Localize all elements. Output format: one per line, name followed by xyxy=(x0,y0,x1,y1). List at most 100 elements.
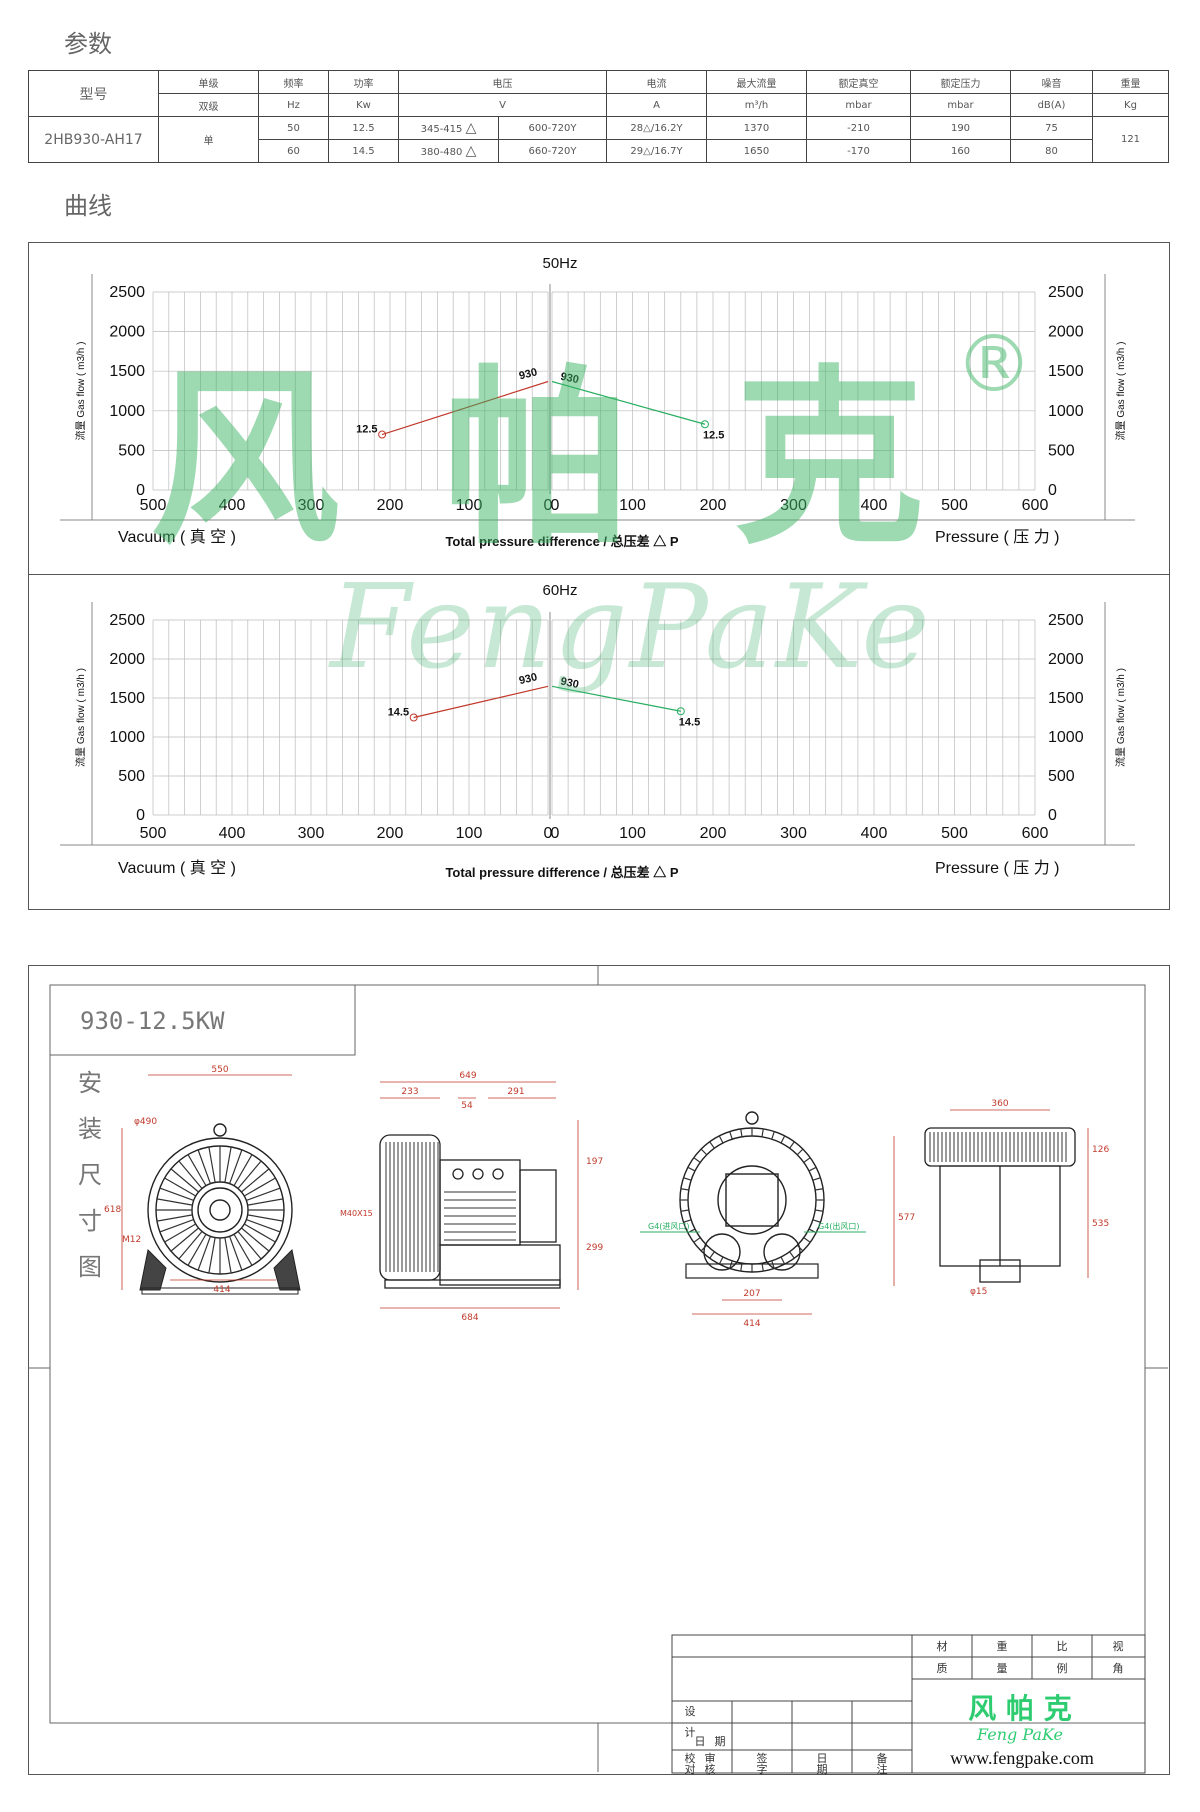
drawing-stroke xyxy=(718,1256,724,1265)
y-tick-right: 0 xyxy=(1048,807,1057,824)
drawing-stroke xyxy=(700,1148,708,1156)
x-tick-vacuum: 0 xyxy=(544,825,553,842)
xlabel-vacuum: Vacuum ( 真 空 ) xyxy=(118,859,236,877)
x-tick-pressure: 500 xyxy=(941,497,968,514)
x-tick-vacuum: 500 xyxy=(140,825,167,842)
drawing-stroke xyxy=(170,1168,199,1193)
drawing-stroke xyxy=(224,1237,232,1274)
ylabel-left: 流量 Gas flow ( m3/h ) xyxy=(74,342,87,441)
tb-cell-top-7: 角 xyxy=(1113,1662,1124,1675)
tb-cell-left-8: 签 xyxy=(757,1751,768,1765)
y-tick-right: 2500 xyxy=(1048,284,1084,301)
x-tick-vacuum: 200 xyxy=(377,497,404,514)
tb-cell-top-3: 视 xyxy=(1113,1639,1124,1653)
tb-cell-left-11: 期 xyxy=(817,1763,828,1776)
dim-233: 233 xyxy=(401,1087,418,1097)
drawing-stroke xyxy=(229,1236,243,1271)
row1-v-star: 600-720Y xyxy=(498,116,607,140)
header-hz: 频率 xyxy=(258,70,329,94)
xlabel-center: Total pressure difference / 总压差 △ P xyxy=(445,534,678,549)
row2-db: 80 xyxy=(1010,139,1093,163)
stage-value: 单 xyxy=(158,116,259,163)
series-point-vacuum xyxy=(378,430,387,439)
drawing-stroke xyxy=(178,1231,203,1260)
x-tick-vacuum: 100 xyxy=(456,825,483,842)
drawing-stroke xyxy=(237,1160,262,1189)
tb-cell-top-4: 质 xyxy=(937,1662,948,1675)
tb-url: www.fengpake.com xyxy=(950,1748,1094,1768)
x-tick-vacuum: 400 xyxy=(219,825,246,842)
y-tick-right: 500 xyxy=(1048,442,1075,459)
drawing-stroke xyxy=(164,1223,197,1243)
drawing-stroke xyxy=(796,1244,804,1252)
tb-cell-left-9: 字 xyxy=(757,1762,768,1776)
series-label-end: 12.5 xyxy=(356,424,377,436)
series-point-vacuum xyxy=(409,713,418,722)
x-tick-pressure: 0 xyxy=(551,497,560,514)
drawing-stroke xyxy=(247,1198,284,1206)
x-tick-vacuum: 400 xyxy=(219,497,246,514)
port-inlet: G4(进风口) xyxy=(648,1222,690,1231)
drawing-stroke xyxy=(224,1146,232,1183)
row2-vac: -170 xyxy=(806,139,911,163)
dim-618: 618 xyxy=(104,1205,121,1215)
row1-hz: 50 xyxy=(258,116,329,140)
x-tick-pressure: 600 xyxy=(1022,497,1049,514)
y-tick-right: 500 xyxy=(1048,768,1075,785)
drawing-stroke xyxy=(709,1141,715,1149)
drawing-stroke xyxy=(241,1168,270,1193)
drawing-stroke xyxy=(246,1219,281,1233)
x-tick-vacuum: 500 xyxy=(140,497,167,514)
drawing-stroke xyxy=(208,1146,216,1183)
tb-cell-top-1: 重 xyxy=(997,1639,1008,1653)
dim-550: 550 xyxy=(211,1065,228,1075)
series-point-pressure xyxy=(700,420,709,429)
dim-577: 577 xyxy=(898,1213,915,1223)
row2-hz: 60 xyxy=(258,139,329,163)
tb-cell-left-12: 备 xyxy=(877,1751,888,1765)
y-tick-left: 2500 xyxy=(109,284,145,301)
vt-char-1: 装 xyxy=(78,1115,102,1143)
params-section-title: 参数 xyxy=(64,30,112,58)
tb-cell-left-0: 设 xyxy=(685,1705,696,1718)
dim-414b: 414 xyxy=(743,1319,760,1329)
y-tick-right: 1000 xyxy=(1048,729,1084,746)
model-header: 型号 xyxy=(28,70,159,117)
x-tick-pressure: 300 xyxy=(780,497,807,514)
drawing-stroke xyxy=(812,1219,821,1223)
drawing-stroke xyxy=(680,1188,689,1191)
front-view xyxy=(139,1123,301,1295)
chart-title: 50Hz xyxy=(542,255,577,272)
tb-cell-top-0: 材 xyxy=(937,1639,948,1653)
model-value: 2HB930-AH17 xyxy=(28,116,159,163)
dim-15: φ15 xyxy=(970,1287,987,1297)
drawing-stroke xyxy=(197,1149,211,1184)
y-tick-left: 0 xyxy=(136,807,145,824)
drawing-stroke xyxy=(197,1236,211,1271)
tb-cell-left-13: 注 xyxy=(877,1762,888,1776)
row2-amp: 29△/16.7Y xyxy=(606,139,707,163)
drawing-stroke xyxy=(709,1251,715,1259)
side-view xyxy=(379,1134,561,1289)
port-outlet: G4(出风口) xyxy=(818,1221,860,1231)
drawing-stroke xyxy=(159,1187,194,1201)
drawing-stroke xyxy=(796,1148,804,1156)
drawing-stroke xyxy=(780,1135,786,1144)
x-tick-vacuum: 300 xyxy=(298,825,325,842)
series-label-start: 930 xyxy=(559,371,579,387)
drawing-stroke xyxy=(729,1260,733,1269)
drawing-stroke xyxy=(229,1149,243,1184)
y-tick-left: 2500 xyxy=(109,612,145,629)
drawing-stroke xyxy=(156,1198,193,1206)
row2-flow: 1650 xyxy=(706,139,807,163)
drawing-stroke xyxy=(243,1223,276,1243)
xlabel-center: Total pressure difference / 总压差 △ P xyxy=(445,865,678,880)
dim-m40: M40X15 xyxy=(340,1209,373,1218)
series-point-pressure xyxy=(676,707,685,716)
x-tick-vacuum: 0 xyxy=(544,497,553,514)
dim-m12: M12 xyxy=(122,1235,141,1245)
series-line-vacuum xyxy=(413,685,549,719)
tb-cell-left-4: 审 xyxy=(705,1751,716,1765)
drawing-stroke xyxy=(771,1260,775,1269)
